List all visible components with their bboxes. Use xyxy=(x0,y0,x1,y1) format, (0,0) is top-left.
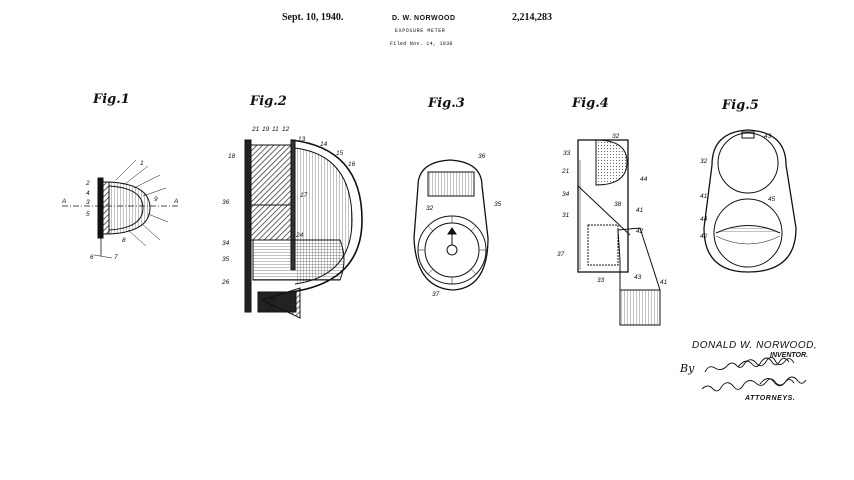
ref-22: 22 xyxy=(267,305,276,312)
fig3-label: Fig.3 xyxy=(428,96,465,111)
ref-42-fig5: 42 xyxy=(700,233,708,240)
ref-21: 21 xyxy=(251,126,260,133)
ref-44-fig5: 44 xyxy=(700,216,708,223)
ref-45-fig5: 45 xyxy=(768,196,776,203)
figure-1-drawing xyxy=(62,159,180,259)
ref-1: 1 xyxy=(140,160,144,167)
figure-1-refs: 1 2 4 3 5 9 6 7 8 A A xyxy=(61,160,178,261)
by-label: By xyxy=(680,362,695,375)
ref-9: 9 xyxy=(154,196,158,203)
figure-5-drawing xyxy=(703,129,797,273)
figure-3-drawing xyxy=(413,159,489,291)
patent-date: Sept. 10, 1940. xyxy=(282,12,344,23)
ref-32-fig3: 32 xyxy=(426,205,434,212)
ref-7: 7 xyxy=(114,254,118,261)
ref-8: 8 xyxy=(122,237,126,244)
figure-4-drawing xyxy=(577,139,661,326)
ref-14: 14 xyxy=(320,141,328,148)
patent-number: 2,214,283 xyxy=(512,12,552,23)
inventor-signature: DONALD W. NORWOOD, xyxy=(692,340,818,351)
ref-6: 6 xyxy=(90,254,94,261)
ref-3: 3 xyxy=(86,199,90,206)
ref-15: 15 xyxy=(336,150,344,157)
ref-32-fig5: 32 xyxy=(700,158,708,165)
ref-38-fig4: 38 xyxy=(614,201,622,208)
ref-37-fig4: 37 xyxy=(557,251,565,258)
ref-31-fig4: 31 xyxy=(562,212,570,219)
ref-36: 36 xyxy=(222,199,230,206)
ref-2: 2 xyxy=(85,180,90,187)
figure-3-refs: 36 32 35 37 xyxy=(426,153,502,298)
ref-32-fig4: 32 xyxy=(612,133,620,140)
ref-43-fig5: 43 xyxy=(764,133,772,140)
ref-33b-fig4: 33 xyxy=(597,277,605,284)
figure-4-refs: 32 33 21 44 34 38 41 31 42 37 43 41 33 xyxy=(557,133,668,286)
ref-21-fig4: 21 xyxy=(561,168,570,175)
ref-41b-fig4: 41 xyxy=(660,279,668,286)
ref-19: 19 xyxy=(262,126,270,133)
ref-16: 16 xyxy=(348,161,356,168)
ref-36-fig3: 36 xyxy=(478,153,486,160)
fig2-label: Fig.2 xyxy=(250,94,287,109)
figure-2-drawing xyxy=(244,139,363,319)
ref-37-fig3: 37 xyxy=(432,291,440,298)
attorney-signatures xyxy=(701,357,807,392)
ref-34-fig4: 34 xyxy=(562,191,570,198)
patent-title: EXPOSURE METER xyxy=(395,28,446,34)
ref-41-fig4: 41 xyxy=(636,207,644,214)
figure-2-refs: 21 19 11 12 13 14 15 16 18 17 36 24 34 3… xyxy=(221,126,356,312)
ref-35: 35 xyxy=(222,256,230,263)
ref-35-fig3: 35 xyxy=(494,201,502,208)
ref-33-fig4: 33 xyxy=(563,150,571,157)
ref-23: 23 xyxy=(267,297,276,304)
ref-26: 26 xyxy=(221,279,230,286)
filing-date: Filed Nov. 14, 1938 xyxy=(390,41,453,47)
ref-5: 5 xyxy=(86,211,90,218)
ref-12: 12 xyxy=(282,126,290,133)
ref-4: 4 xyxy=(86,190,90,197)
inventor-role: INVENTOR. xyxy=(770,352,808,359)
ref-13: 13 xyxy=(298,136,306,143)
ref-A-right: A xyxy=(173,198,178,205)
inventor-header: D. W. NORWOOD xyxy=(392,15,456,22)
ref-42-fig4: 42 xyxy=(636,228,644,235)
ref-34: 34 xyxy=(222,240,230,247)
ref-A-left: A xyxy=(61,198,66,205)
ref-17: 17 xyxy=(300,192,308,199)
figure-5-refs: 43 32 41 45 44 42 xyxy=(700,133,776,240)
ref-41-fig5: 41 xyxy=(700,193,708,200)
fig5-label: Fig.5 xyxy=(722,98,759,113)
ref-43-fig4: 43 xyxy=(634,274,642,281)
fig1-label: Fig.1 xyxy=(93,92,130,107)
fig4-label: Fig.4 xyxy=(572,96,609,111)
ref-24: 24 xyxy=(295,232,304,239)
ref-44-fig4: 44 xyxy=(640,176,648,183)
ref-11: 11 xyxy=(272,126,279,133)
attorneys-label: ATTORNEYS. xyxy=(745,395,796,402)
ref-18: 18 xyxy=(228,153,236,160)
